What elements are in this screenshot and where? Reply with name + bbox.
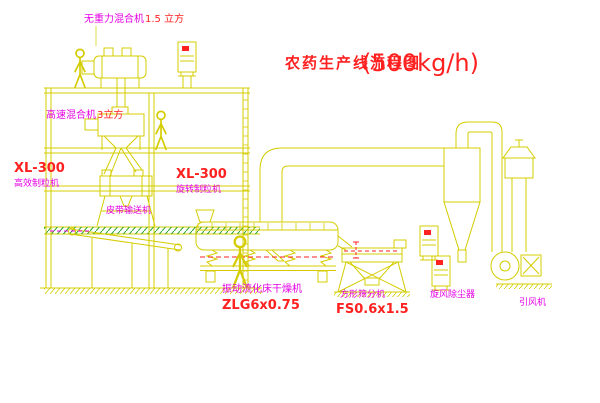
fan-motor — [520, 254, 542, 277]
operator-figure — [231, 235, 249, 290]
drawing-labels: 农药生产线流程图 (500kg/h) 无重力混合机 1.5 立方 高速混合机 3… — [14, 12, 546, 317]
ladder — [243, 96, 248, 284]
label-left-granulator-model: XL-300 — [14, 161, 65, 176]
label-zero-gravity-mixer-spec: 1.5 立方 — [145, 12, 184, 25]
label-high-speed-mixer: 高速混合机 — [46, 108, 96, 121]
control-panel-1 — [177, 41, 197, 88]
control-panel-3 — [431, 255, 451, 291]
belt-conveyor — [50, 227, 182, 288]
fluid-bed-dryer — [195, 209, 353, 283]
spring — [205, 249, 219, 267]
y-duct — [103, 147, 143, 177]
label-belt-conveyor: 皮带输送机 — [106, 204, 151, 216]
drawing-title: 农药生产线流程图 — [284, 54, 421, 72]
mixer-motor — [84, 118, 99, 131]
exhaust-stack — [502, 139, 536, 252]
cyclone-separator — [443, 121, 503, 263]
exhaust-duct — [259, 147, 444, 222]
spring — [319, 249, 333, 267]
induced-draft-fan — [490, 251, 552, 289]
label-fluid-bed-dryer: 振动流化床干燥机 — [222, 282, 302, 295]
operator-figure — [73, 48, 87, 89]
drawing-capacity: (500kg/h) — [362, 49, 479, 77]
label-left-granulator: 高效制粒机 — [14, 177, 59, 189]
label-zero-gravity-mixer: 无重力混合机 — [84, 12, 144, 25]
operator-figure — [154, 110, 168, 151]
square-sieve — [334, 239, 410, 297]
floor-hatch — [44, 227, 260, 234]
label-rotary-granulator: 旋转制粒机 — [176, 183, 221, 195]
label-fluid-bed-dryer-model: ZLG6x0.75 — [222, 298, 300, 313]
label-fan: 引风机 — [519, 296, 546, 308]
label-square-sieve-model: FS0.6x1.5 — [336, 302, 409, 317]
zero-gravity-mixer — [81, 26, 147, 107]
platform-structure — [40, 87, 262, 294]
control-panel-2 — [419, 225, 439, 261]
label-rotary-granulator-model: XL-300 — [176, 167, 227, 182]
label-cyclone: 旋风除尘器 — [430, 288, 475, 300]
sieve-motor — [393, 239, 407, 249]
label-square-sieve: 方形筛分机 — [340, 288, 385, 300]
dimension-marks — [353, 241, 359, 259]
spring — [283, 249, 297, 267]
label-high-speed-mixer-spec: 3立方 — [97, 108, 123, 121]
rotary-granulator — [96, 169, 156, 227]
ground-hatch — [44, 288, 262, 294]
